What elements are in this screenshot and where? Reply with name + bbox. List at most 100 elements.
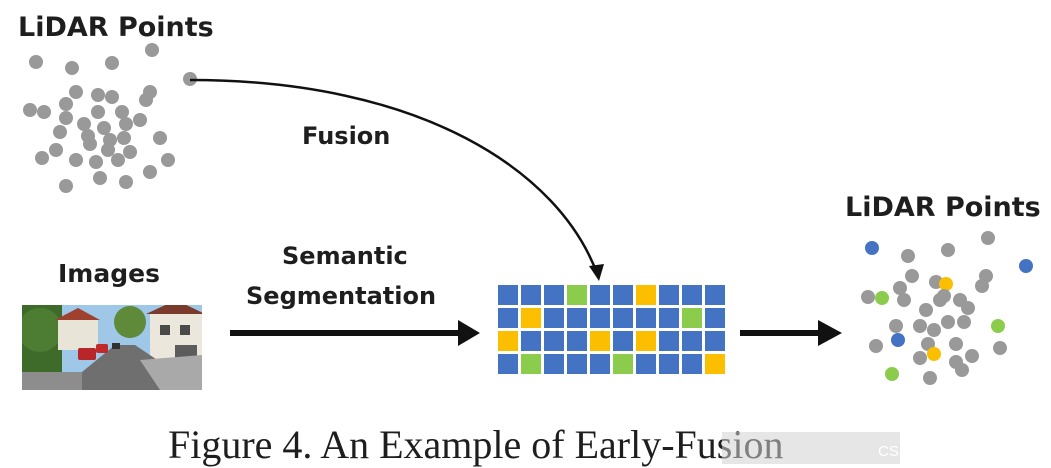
labeled-lidar-point-gray xyxy=(923,371,937,385)
segmentation-cell-blue xyxy=(613,308,633,328)
semantic-label-line2: Segmentation xyxy=(246,282,436,310)
lidar-point xyxy=(89,155,103,169)
lidar-point xyxy=(143,165,157,179)
lidar-points-top-label: LiDAR Points xyxy=(18,12,214,43)
figure-caption: Figure 4. An Example of Early-Fusion xyxy=(168,422,783,467)
street-scene-photo-icon xyxy=(22,305,202,390)
labeled-lidar-point-gray xyxy=(927,323,941,337)
labeled-lidar-point-gray xyxy=(913,319,927,333)
segmentation-cell-blue xyxy=(567,331,587,351)
lidar-point xyxy=(97,121,111,135)
labeled-lidar-point-green xyxy=(875,291,889,305)
segmentation-cell-blue xyxy=(659,285,679,305)
labeled-lidar-point-yellow xyxy=(939,277,953,291)
segmentation-cell-blue xyxy=(498,308,518,328)
lidar-point xyxy=(53,125,67,139)
segmentation-cell-blue xyxy=(659,354,679,374)
lidar-point xyxy=(35,151,49,165)
segmentation-cell-blue xyxy=(567,354,587,374)
lidar-point xyxy=(69,153,83,167)
lidar-point-cloud-raw xyxy=(23,43,197,193)
labeled-lidar-point-gray xyxy=(981,231,995,245)
segmentation-cell-blue xyxy=(544,308,564,328)
lidar-point xyxy=(117,131,131,145)
labeled-lidar-point-blue xyxy=(865,241,879,255)
lidar-points-right-label: LiDAR Points xyxy=(845,192,1041,223)
segmentation-cell-yellow xyxy=(498,331,518,351)
segmentation-cell-blue xyxy=(613,285,633,305)
lidar-point xyxy=(23,103,37,117)
images-label: Images xyxy=(58,259,160,288)
segmentation-cell-blue xyxy=(636,354,656,374)
lidar-point xyxy=(119,175,133,189)
segmentation-cell-blue xyxy=(636,308,656,328)
segmentation-cell-blue xyxy=(498,354,518,374)
lidar-point xyxy=(153,131,167,145)
segmentation-cell-blue xyxy=(682,354,702,374)
segmentation-cell-green xyxy=(682,308,702,328)
segmentation-cell-green xyxy=(567,285,587,305)
lidar-point xyxy=(111,153,125,167)
segmentation-cell-blue xyxy=(567,308,587,328)
lidar-point xyxy=(59,97,73,111)
labeled-lidar-point-gray xyxy=(975,279,989,293)
labeled-lidar-point-gray xyxy=(901,249,915,263)
segmentation-cell-blue xyxy=(590,308,610,328)
labeled-lidar-point-gray xyxy=(957,315,971,329)
labeled-lidar-point-gray xyxy=(905,269,919,283)
lidar-point xyxy=(145,43,159,57)
segmentation-cell-blue xyxy=(544,354,564,374)
segmentation-cell-blue xyxy=(705,285,725,305)
lidar-point xyxy=(93,171,107,185)
lidar-point xyxy=(81,129,95,143)
labeled-lidar-point-gray xyxy=(889,319,903,333)
labeled-lidar-point-blue xyxy=(1019,259,1033,273)
lidar-point xyxy=(77,117,91,131)
lidar-point xyxy=(105,90,119,104)
segmentation-cell-blue xyxy=(682,331,702,351)
lidar-point xyxy=(59,111,73,125)
segmentation-cell-yellow xyxy=(521,308,541,328)
lidar-point xyxy=(65,61,79,75)
labeled-lidar-point-gray xyxy=(919,303,933,317)
lidar-point xyxy=(139,93,153,107)
segmentation-cell-blue xyxy=(659,331,679,351)
lidar-point xyxy=(123,145,137,159)
lidar-point xyxy=(161,153,175,167)
lidar-point xyxy=(49,143,63,157)
labeled-lidar-point-green xyxy=(885,367,899,381)
segmentation-cell-blue xyxy=(705,331,725,351)
lidar-point xyxy=(59,179,73,193)
labeled-lidar-point-green xyxy=(991,319,1005,333)
lidar-point-cloud-labeled xyxy=(861,231,1033,385)
segmentation-grid xyxy=(498,285,725,374)
segmentation-cell-green xyxy=(521,354,541,374)
labeled-lidar-point-blue xyxy=(891,333,905,347)
segmentation-cell-green xyxy=(613,354,633,374)
segmentation-cell-blue xyxy=(590,285,610,305)
labeled-lidar-point-gray xyxy=(913,351,927,365)
csdn-watermark: CSDN @whaosoft143 xyxy=(878,443,1025,460)
segmentation-cell-blue xyxy=(544,285,564,305)
segmentation-cell-blue xyxy=(544,331,564,351)
segmentation-cell-blue xyxy=(498,285,518,305)
segmentation-cell-blue xyxy=(590,354,610,374)
labeled-lidar-point-gray xyxy=(933,293,947,307)
segmentation-cell-blue xyxy=(705,308,725,328)
labeled-lidar-point-gray xyxy=(961,301,975,315)
lidar-point xyxy=(29,55,43,69)
watermark-smudge xyxy=(722,432,900,464)
semantic-label-line1: Semantic xyxy=(282,242,408,270)
segmentation-cell-blue xyxy=(521,285,541,305)
fusion-arrowhead-icon xyxy=(589,264,604,281)
lidar-point xyxy=(69,85,83,99)
segmentation-cell-yellow xyxy=(636,331,656,351)
labeled-lidar-point-gray xyxy=(861,290,875,304)
labeled-lidar-point-gray xyxy=(893,281,907,295)
labeled-lidar-point-gray xyxy=(869,339,883,353)
fusion-curve-arrow xyxy=(189,78,600,277)
lidar-point xyxy=(37,105,51,119)
segmentation-cell-blue xyxy=(521,331,541,351)
